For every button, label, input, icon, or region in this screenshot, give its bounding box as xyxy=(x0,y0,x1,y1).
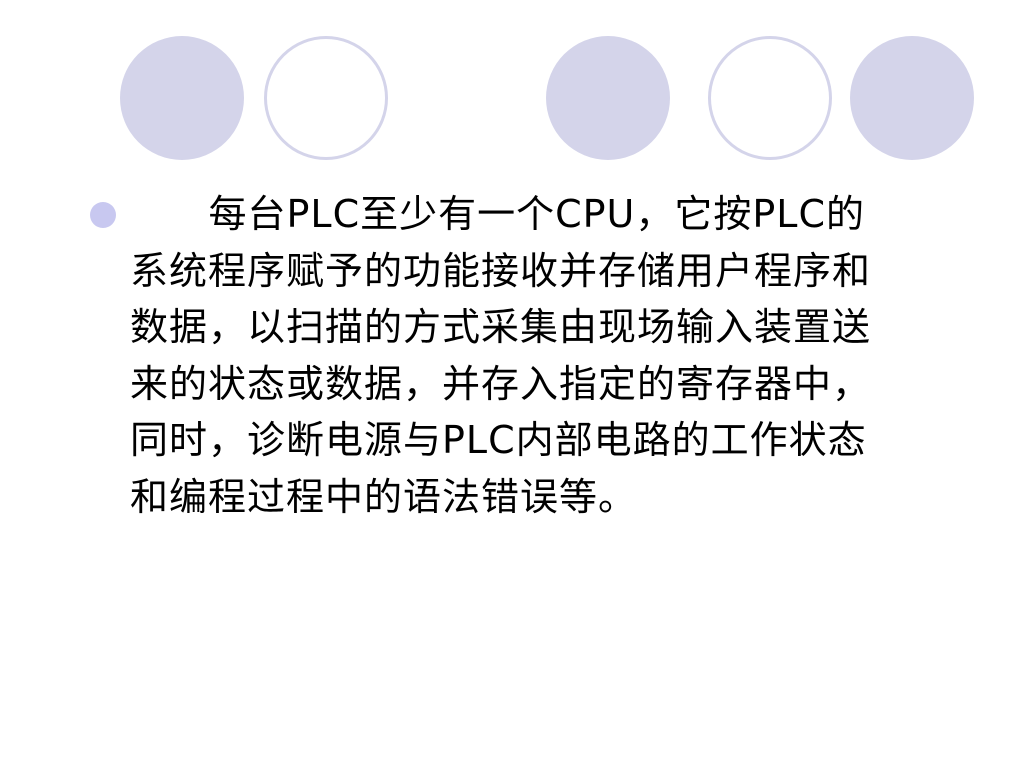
bullet-text: 每台PLC至少有一个CPU，它按PLC的系统程序赋予的功能接收并存储用户程序和数… xyxy=(130,192,872,519)
bullet-icon xyxy=(90,202,116,228)
decorative-circle-filled xyxy=(120,36,244,160)
decorative-circle-outline xyxy=(264,36,388,160)
decorative-circle-filled xyxy=(850,36,974,160)
decorative-circle-filled xyxy=(546,36,670,160)
decorative-circle-outline xyxy=(708,36,832,160)
